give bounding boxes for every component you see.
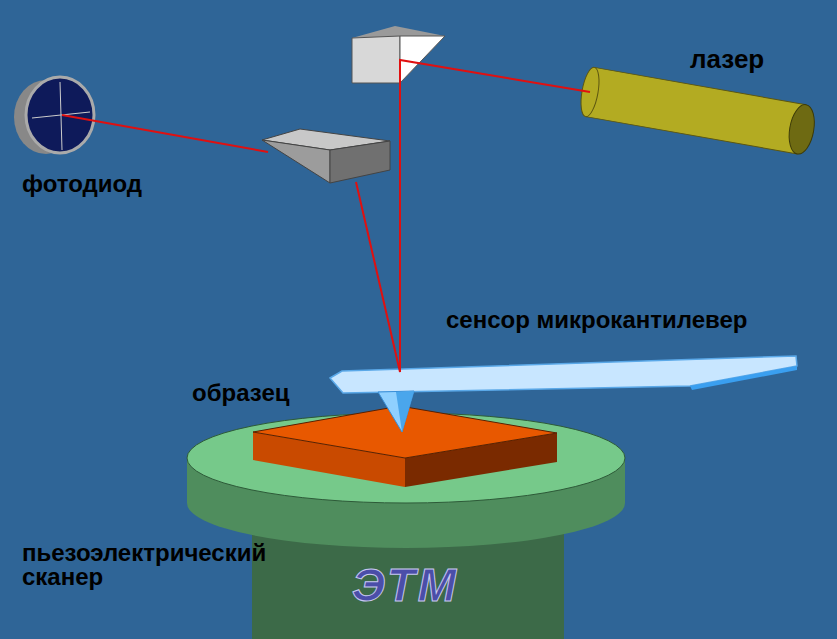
part-label: образец (192, 381, 290, 405)
laser-beam (62, 115, 268, 152)
part-label: лазер (690, 46, 764, 72)
logo-text: ЭТМ (352, 562, 458, 608)
part-label: пьезоэлектрический сканер (22, 541, 352, 589)
mirror-prism (352, 26, 445, 83)
laser (578, 66, 818, 156)
part-label: фотодиод (22, 172, 142, 196)
part-label: сенсор микрокантилевер (446, 308, 747, 332)
photodiode (14, 77, 94, 154)
mirror-prism (262, 129, 390, 183)
